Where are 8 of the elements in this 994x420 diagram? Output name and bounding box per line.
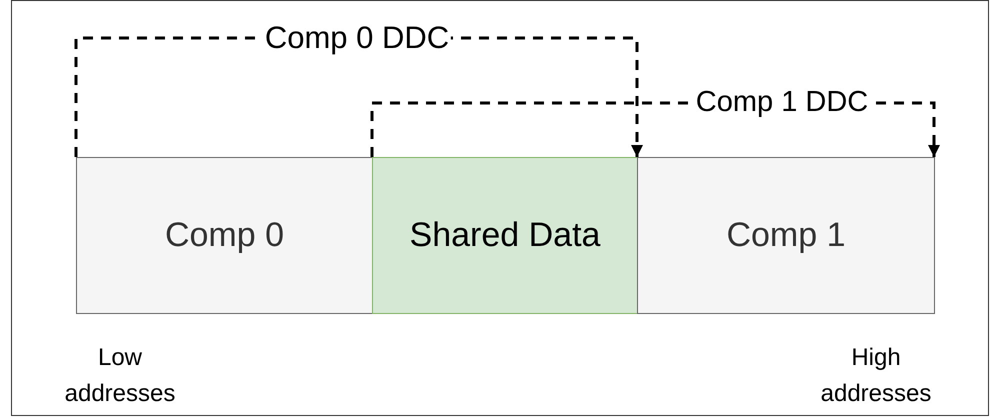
memory-region-box xyxy=(637,157,935,314)
address-label: Low addresses xyxy=(64,343,176,409)
memory-region-box xyxy=(372,157,638,314)
region-label: Comp 1 xyxy=(726,216,846,255)
memory-region-box xyxy=(76,157,373,314)
region-label: Comp 0 xyxy=(164,216,284,255)
address-label: High addresses xyxy=(820,343,932,409)
region-label: Shared Data xyxy=(410,216,600,255)
